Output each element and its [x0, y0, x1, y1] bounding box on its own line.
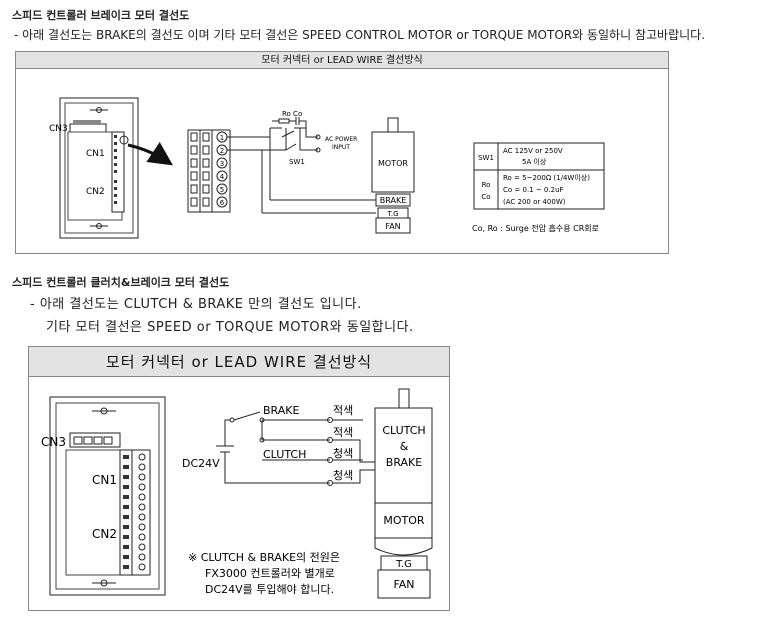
- section2-description-2: 기타 모터 결선은 SPEED or TORQUE MOTOR와 동일합니다.: [46, 320, 414, 335]
- wire-color-2: 적색: [333, 426, 353, 439]
- terminal-6: 6: [220, 199, 225, 207]
- brake-wiring-panel: 모터 커넥터 or LEAD WIRE 결선방식: [15, 51, 669, 254]
- spec-note: Co, Ro : Surge 전압 흡수용 CR회로: [472, 223, 599, 233]
- motor2-clutch-label: CLUTCH: [382, 424, 425, 437]
- motor2-motor-label: MOTOR: [383, 514, 425, 527]
- terminal-5: 5: [220, 186, 224, 194]
- wire-clutch-label: CLUTCH: [263, 448, 306, 461]
- fan-label-1: FAN: [385, 222, 400, 231]
- clutch-brake-wires: [216, 411, 375, 486]
- motor-label-1: MOTOR: [378, 159, 408, 168]
- brake-wires: [227, 117, 376, 214]
- motor2-brake-label: BRAKE: [386, 456, 422, 469]
- terminal-2: 2: [220, 147, 224, 155]
- cn3-label-1: CN3: [49, 124, 68, 134]
- cn2-label-2: CN2: [92, 527, 117, 541]
- note2-line2: FX3000 컨트롤러와 별개로: [205, 567, 335, 580]
- spec-ro-line1: Ro = 5~200Ω (1/4W이상): [503, 173, 590, 182]
- motor2-amp-label: &: [400, 440, 409, 453]
- cn1-label-2: CN1: [92, 473, 117, 487]
- wire-color-1: 적색: [333, 404, 353, 417]
- wire-color-3: 청색: [333, 447, 353, 460]
- cn2-label-1: CN2: [86, 187, 105, 197]
- tg-label-1: T.G: [386, 210, 398, 218]
- spec-sw1-line2: 5A 이상: [522, 157, 547, 166]
- section2-description-1: - 아래 결선도는 CLUTCH & BRAKE 만의 결선도 입니다.: [30, 297, 362, 312]
- wire-brake-label: BRAKE: [263, 404, 299, 417]
- section1-description: - 아래 결선도는 BRAKE의 결선도 이며 기타 모터 결선은 SPEED …: [14, 28, 706, 42]
- controller-2: [49, 396, 166, 596]
- brake-motor: [371, 117, 415, 234]
- spec-ro-line3: (AC 200 or 400W): [503, 198, 566, 206]
- terminal-3: 3: [220, 160, 224, 168]
- wire-color-4: 청색: [333, 469, 353, 482]
- brake-label-1: BRAKE: [380, 196, 407, 205]
- spec-ro-line2: Co = 0.1 ~ 0.2uF: [503, 186, 564, 194]
- terminal-1: 1: [220, 134, 224, 142]
- ac-power-label: AC POWER: [325, 136, 357, 143]
- section1-heading: 스피드 컨트롤러 브레이크 모터 결선도: [12, 9, 190, 22]
- zoom-arrow: [127, 142, 173, 166]
- note2-line1: ※ CLUTCH & BRAKE의 전원은: [188, 551, 340, 564]
- ac-input-label: INPUT: [332, 144, 350, 151]
- note2-line3: DC24V를 투입해야 합니다.: [205, 582, 334, 596]
- terminal-4: 4: [220, 173, 225, 181]
- panel1-title: 모터 커넥터 or LEAD WIRE 결선방식: [16, 52, 668, 69]
- cn3-label-2: CN3: [41, 435, 66, 449]
- spec-key-ro: Ro: [482, 181, 491, 189]
- controller-1: [59, 97, 139, 239]
- cn1-label-1: CN1: [86, 149, 105, 159]
- sw1-label: SW1: [289, 158, 305, 166]
- terminal-block: [187, 129, 231, 213]
- section2-heading: 스피드 컨트롤러 클러치&브레이크 모터 결선도: [12, 276, 230, 289]
- motor2-fan-label: FAN: [393, 578, 414, 591]
- spec-key-sw1: SW1: [478, 154, 494, 162]
- clutch-brake-motor: [374, 388, 433, 599]
- ro-co-label: Ro Co: [282, 110, 302, 118]
- motor2-tg-label: T.G: [395, 559, 412, 570]
- dc24v-label: DC24V: [182, 457, 220, 470]
- spec-table: [473, 142, 605, 210]
- spec-key-co: Co: [481, 193, 490, 201]
- spec-sw1-line1: AC 125V or 250V: [503, 147, 563, 155]
